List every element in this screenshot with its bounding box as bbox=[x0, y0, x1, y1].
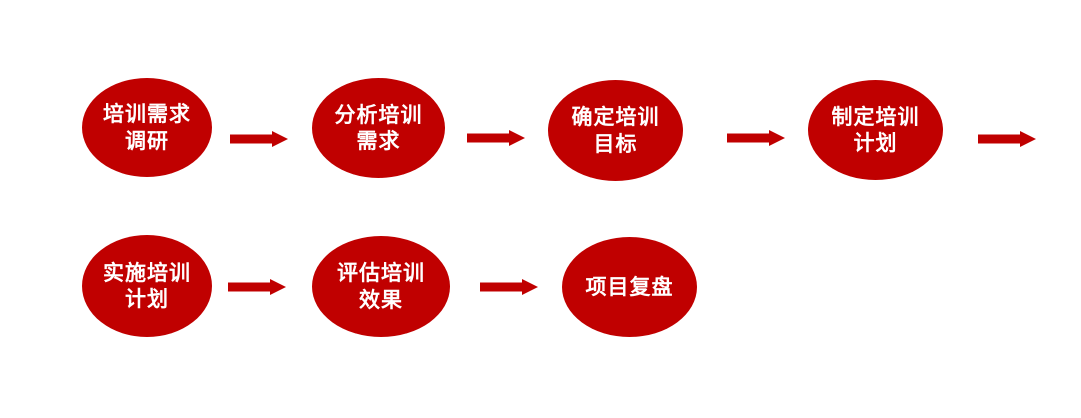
arrow-right-icon bbox=[228, 279, 286, 295]
arrow-right-icon bbox=[467, 130, 525, 146]
flow-arrow bbox=[228, 279, 286, 295]
flow-node-label: 确定培训 目标 bbox=[571, 105, 660, 156]
flow-node-label: 评估培训 效果 bbox=[337, 261, 425, 312]
flow-node-evaluate-training-results: 评估培训 效果 bbox=[312, 236, 450, 337]
flow-node-label: 分析培训 需求 bbox=[334, 102, 423, 153]
flow-arrow bbox=[230, 131, 288, 147]
flow-node-training-needs-survey: 培训需求 调研 bbox=[82, 78, 212, 177]
flow-arrow bbox=[467, 130, 525, 146]
arrow-right-icon bbox=[480, 279, 538, 295]
flow-node-label: 培训需求 调研 bbox=[103, 102, 191, 153]
flow-node-analyze-training-needs: 分析培训 需求 bbox=[312, 78, 445, 178]
arrow-right-icon bbox=[727, 130, 785, 146]
flow-node-project-review: 项目复盘 bbox=[562, 237, 697, 337]
arrow-right-icon bbox=[978, 131, 1036, 147]
flow-arrow bbox=[727, 130, 785, 146]
flow-node-implement-training-plan: 实施培训 计划 bbox=[82, 235, 212, 337]
flow-arrow-row-continuation bbox=[978, 131, 1036, 147]
flow-node-make-training-plan: 制定培训 计划 bbox=[808, 80, 943, 180]
flow-node-label: 制定培训 计划 bbox=[831, 104, 920, 155]
flow-arrow bbox=[480, 279, 538, 295]
flow-node-set-training-goals: 确定培训 目标 bbox=[548, 80, 683, 181]
arrow-right-icon bbox=[230, 131, 288, 147]
flow-node-label: 项目复盘 bbox=[585, 274, 674, 299]
flow-node-label: 实施培训 计划 bbox=[103, 260, 191, 311]
